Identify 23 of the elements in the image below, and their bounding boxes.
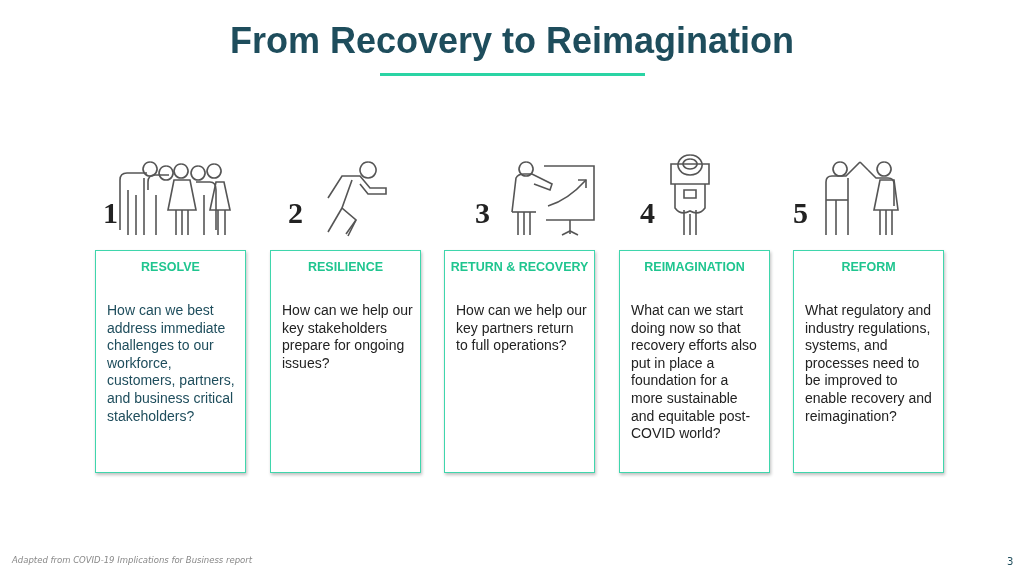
step-number: 3	[475, 196, 490, 230]
card-heading: RETURN & RECOVERY	[449, 259, 590, 275]
card-question: What can we start doing now so that recovery efforts also put in place a foundation for a more sustainable and equitable post-COVID world?	[631, 302, 758, 443]
card-question: What regulatory and industry regulations, systems, and processes need to be improved to enable recovery and reimagination?	[805, 302, 933, 426]
card-heading: RESILIENCE	[307, 259, 384, 275]
card-heading: RESOLVE	[140, 259, 201, 275]
step-number: 5	[793, 196, 808, 230]
page-number: 3	[1007, 556, 1014, 567]
step-number: 2	[288, 196, 303, 230]
step-card	[619, 250, 770, 473]
step-card	[95, 250, 246, 473]
step-card	[793, 250, 944, 473]
step-card	[444, 250, 595, 473]
step-card	[270, 250, 421, 473]
step-number: 1	[103, 196, 118, 230]
card-question: How can we help our key partners return to full operations?	[456, 302, 588, 355]
step-number: 4	[640, 196, 655, 230]
card-heading: REIMAGINATION	[643, 259, 746, 275]
card-question: How can we help our key stakeholders prepare for ongoing issues?	[282, 302, 414, 373]
card-heading: REFORM	[840, 259, 897, 275]
slide-title: From Recovery to Reimagination	[228, 20, 796, 62]
source-note: Adapted from COVID-19 Implications for Business report	[12, 555, 253, 565]
card-question: How can we best address immediate challenges to our workforce, customers, partners, and business critical stakeholders?	[107, 302, 236, 426]
